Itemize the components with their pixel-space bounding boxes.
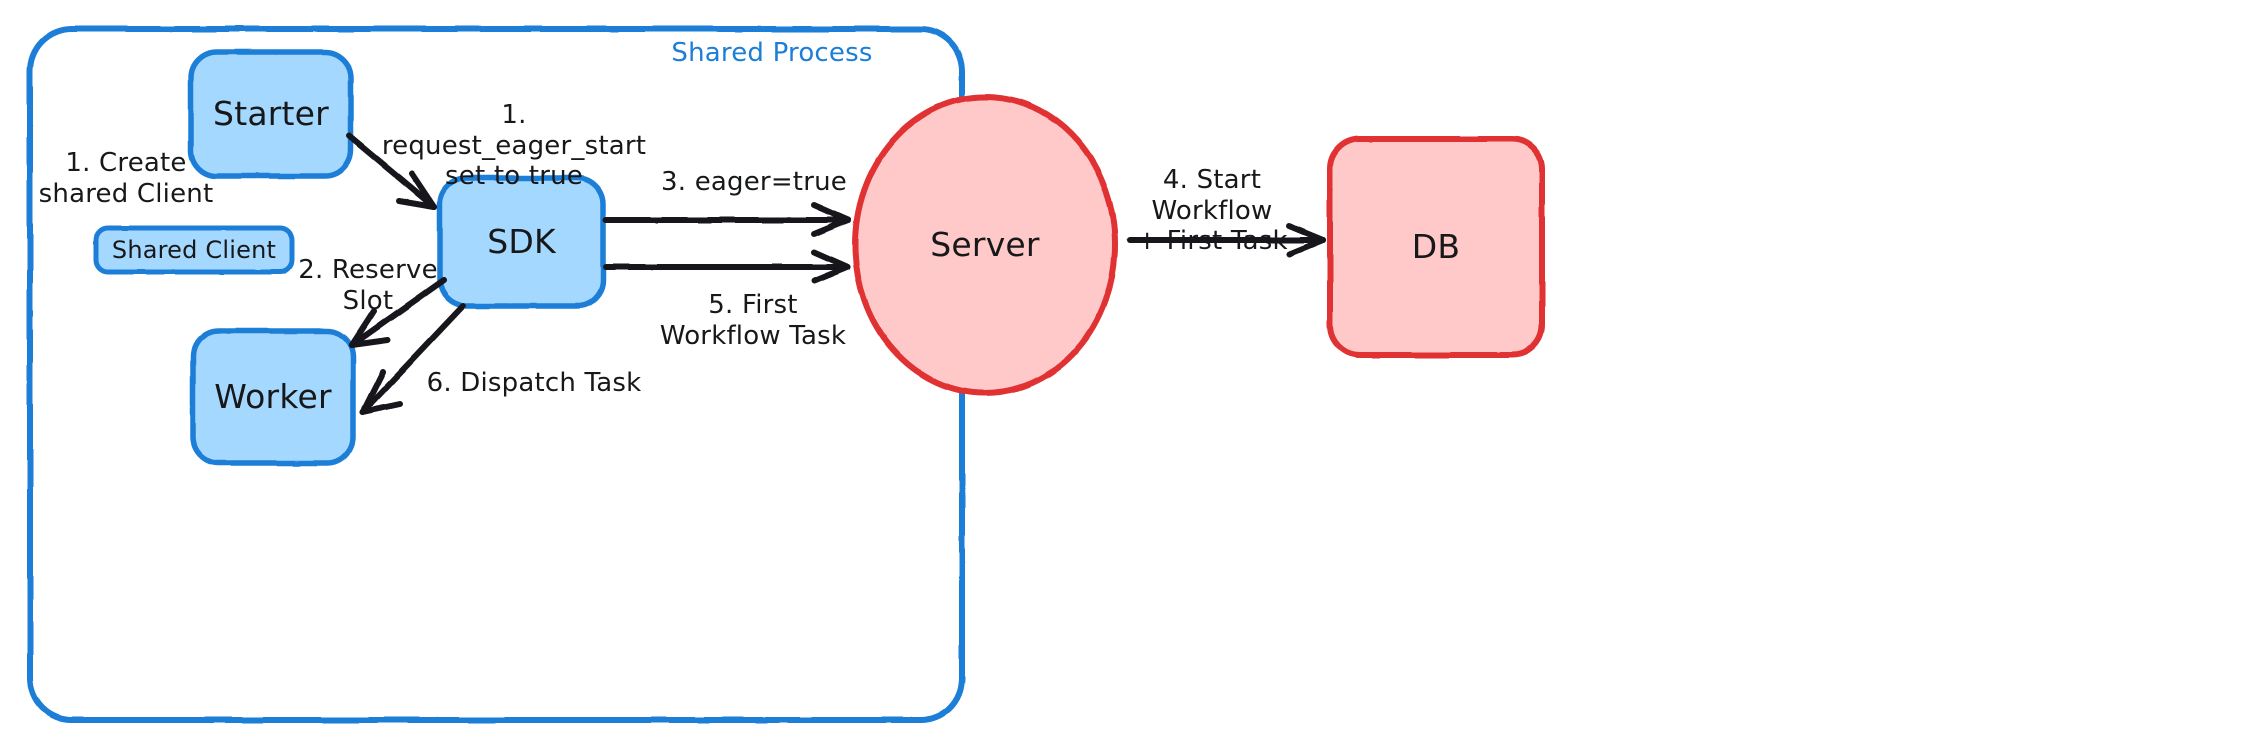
arrow-eager-true	[603, 202, 851, 237]
node-shared-client-label: Shared Client	[111, 235, 277, 264]
node-db-label: DB	[1411, 226, 1461, 266]
arrow-first-workflow-task	[603, 249, 851, 284]
edge-label-create-shared-client: 1. Create shared Client	[38, 148, 214, 209]
node-worker-label: Worker	[214, 376, 332, 416]
node-server-label: Server	[930, 224, 1040, 264]
node-starter-label: Starter	[213, 93, 329, 133]
node-sdk-label: SDK	[487, 221, 556, 261]
edge-label-start-workflow: 4. Start Workflow + First Task	[1136, 165, 1288, 257]
edge-label-reserve-slot: 2. Reserve Slot	[298, 255, 438, 316]
shared-process-label: Shared Process	[671, 38, 873, 68]
edge-label-request-eager-start: 1. request_eager_start set to true	[381, 100, 647, 192]
edge-label-first-workflow-task: 5. First Workflow Task	[659, 290, 847, 351]
edge-label-dispatch-task: 6. Dispatch Task	[426, 368, 642, 398]
edge-label-eager-true: 3. eager=true	[661, 167, 847, 197]
